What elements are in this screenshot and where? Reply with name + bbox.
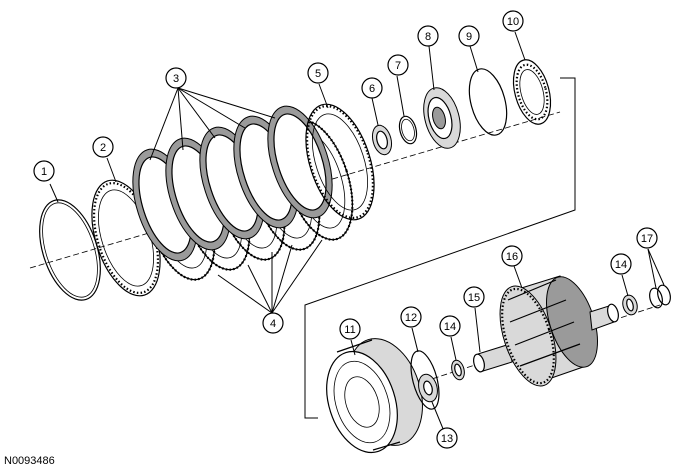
part-16-clutch-hub <box>499 275 619 387</box>
assembly-connector-line <box>304 77 576 419</box>
callout-6: 6 <box>361 77 383 99</box>
svg-text:14: 14 <box>444 321 456 333</box>
leader-lines <box>49 31 665 437</box>
part-14-bushing-upper <box>622 294 638 316</box>
part-7-snap-ring <box>398 115 418 145</box>
callout-9: 9 <box>458 25 480 47</box>
svg-text:10: 10 <box>507 16 519 28</box>
callout-14-upper: 14 <box>610 253 632 275</box>
svg-text:11: 11 <box>344 324 355 336</box>
callout-8: 8 <box>417 25 439 47</box>
part-15-sleeve <box>473 343 513 373</box>
svg-text:14: 14 <box>615 259 627 271</box>
clutch-pack <box>132 105 354 281</box>
part-11-drum-housing <box>326 338 423 454</box>
svg-text:2: 2 <box>100 142 106 154</box>
callout-15: 15 <box>463 286 485 308</box>
part-12-thrust-washer <box>410 350 440 410</box>
callout-2: 2 <box>92 136 114 158</box>
svg-text:7: 7 <box>395 60 401 72</box>
callout-4: 4 <box>262 312 284 334</box>
callout-10: 10 <box>502 10 524 32</box>
callout-17: 17 <box>636 227 658 249</box>
callout-5: 5 <box>307 62 329 84</box>
svg-text:12: 12 <box>405 312 417 324</box>
callout-13: 13 <box>436 427 458 449</box>
callout-11: 11 <box>339 318 361 340</box>
callout-14-lower: 14 <box>439 315 461 337</box>
callout-12: 12 <box>400 306 422 328</box>
callout-7: 7 <box>387 54 409 76</box>
svg-text:13: 13 <box>441 433 453 445</box>
part-17-seal-rings <box>649 284 671 309</box>
svg-text:15: 15 <box>468 292 480 304</box>
svg-text:3: 3 <box>173 73 179 85</box>
part-13-bearing <box>418 373 438 403</box>
callout-16: 16 <box>501 245 523 267</box>
svg-text:4: 4 <box>270 318 276 330</box>
callout-3: 3 <box>165 67 187 89</box>
part-14-bushing-lower <box>451 359 465 381</box>
friction-plate <box>267 105 333 219</box>
part-10-spring-bearing <box>512 59 552 125</box>
part-5-plate <box>305 103 375 221</box>
callout-1: 1 <box>33 160 55 182</box>
part-9-seal-ring <box>468 68 508 136</box>
svg-text:5: 5 <box>315 68 321 80</box>
svg-text:8: 8 <box>425 31 431 43</box>
figure-code: N0093486 <box>4 455 55 467</box>
svg-text:9: 9 <box>466 31 472 43</box>
svg-text:6: 6 <box>369 83 375 95</box>
svg-text:17: 17 <box>641 233 653 245</box>
part-8-piston <box>423 87 461 149</box>
upper-axis-centerline <box>29 111 561 269</box>
part-6-thrust-washer <box>371 124 393 156</box>
svg-text:1: 1 <box>41 166 47 178</box>
svg-text:16: 16 <box>506 251 518 263</box>
